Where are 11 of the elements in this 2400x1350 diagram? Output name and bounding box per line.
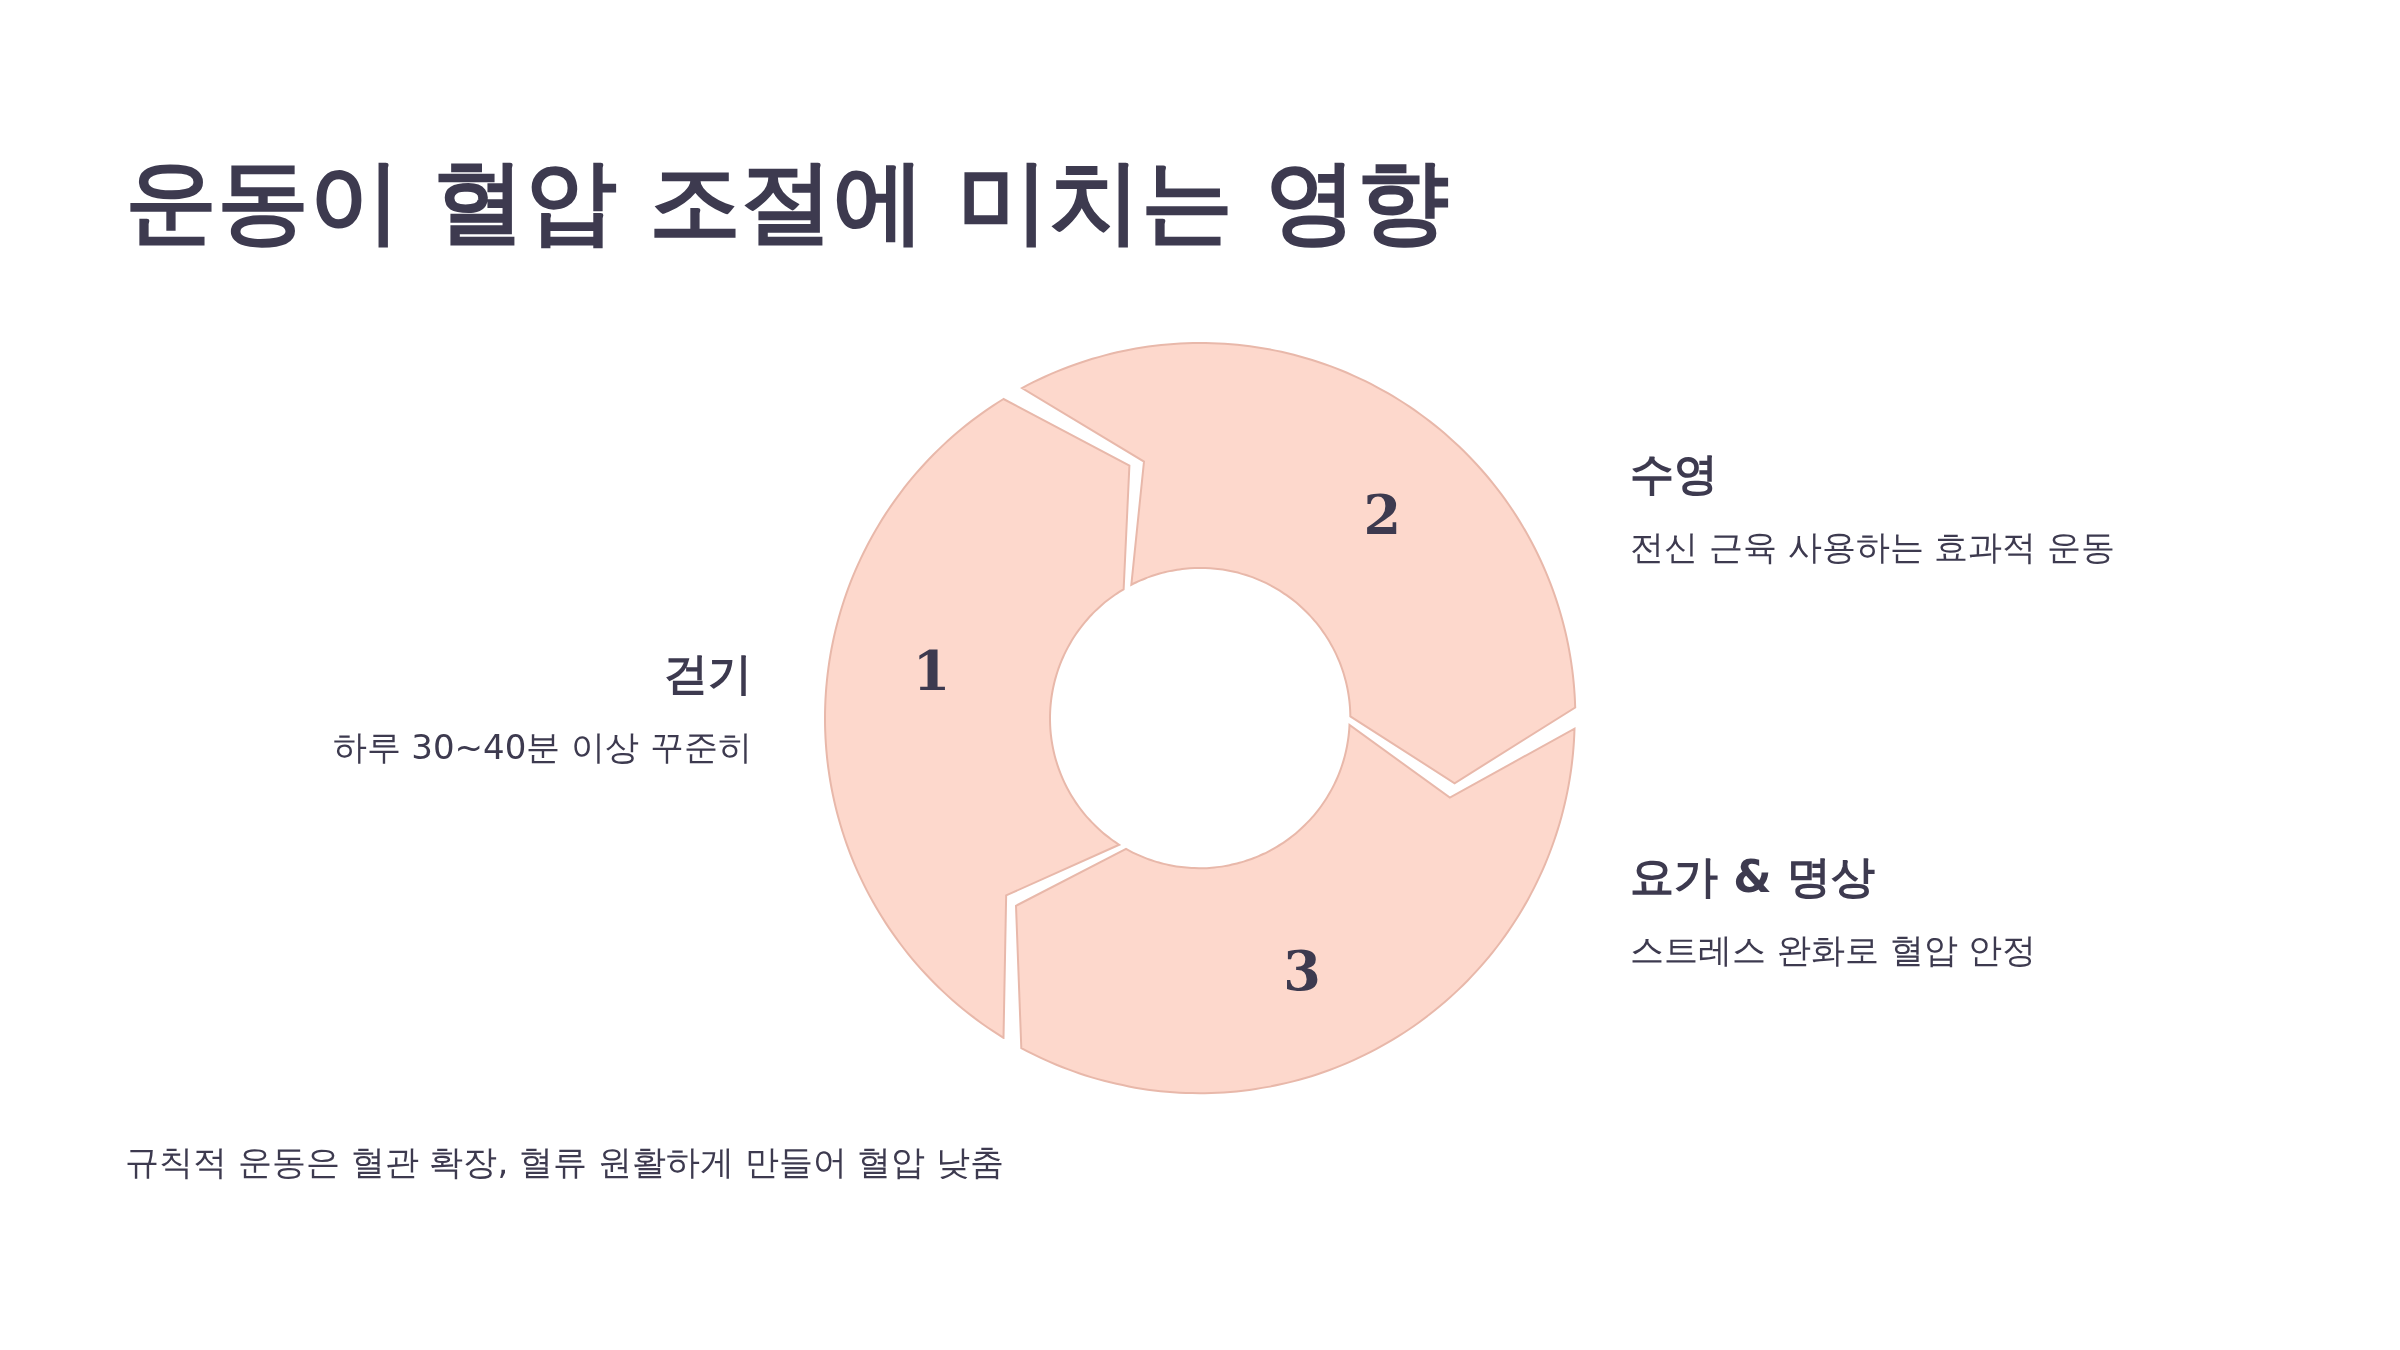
step-heading: 걷기 (664, 647, 752, 701)
step-number: 1 (912, 638, 951, 703)
caption: 규칙적 운동은 혈관 확장, 혈류 원활하게 만들어 혈압 낮춤 (125, 1141, 1005, 1184)
step-heading: 수영 (1630, 447, 1718, 501)
step-description: 하루 30~40분 이상 꾸준히 (332, 726, 752, 769)
step-description: 전신 근육 사용하는 효과적 운동 (1630, 526, 2116, 569)
step-number: 3 (1283, 938, 1321, 1003)
step-heading: 요가 & 명상 (1630, 850, 1875, 904)
step-number: 2 (1363, 483, 1402, 548)
step-description: 스트레스 완화로 혈압 안정 (1630, 929, 2037, 972)
title: 운동이 혈압 조절에 미치는 영향 (125, 147, 1450, 257)
